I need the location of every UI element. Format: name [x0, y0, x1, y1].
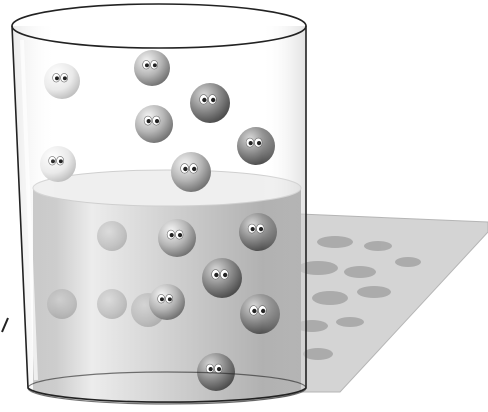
shadow-spot — [357, 286, 391, 298]
shadow-spot — [395, 257, 421, 267]
pointer-tick — [2, 318, 8, 332]
shadow-spot — [312, 291, 348, 305]
beaker — [12, 4, 306, 404]
shadow-spot — [364, 241, 392, 251]
shadow-spot — [303, 348, 333, 360]
shadow-spot — [317, 236, 353, 248]
shadow-spot — [344, 266, 376, 278]
cast-shadow — [296, 214, 488, 392]
shadow-spot — [336, 317, 364, 327]
